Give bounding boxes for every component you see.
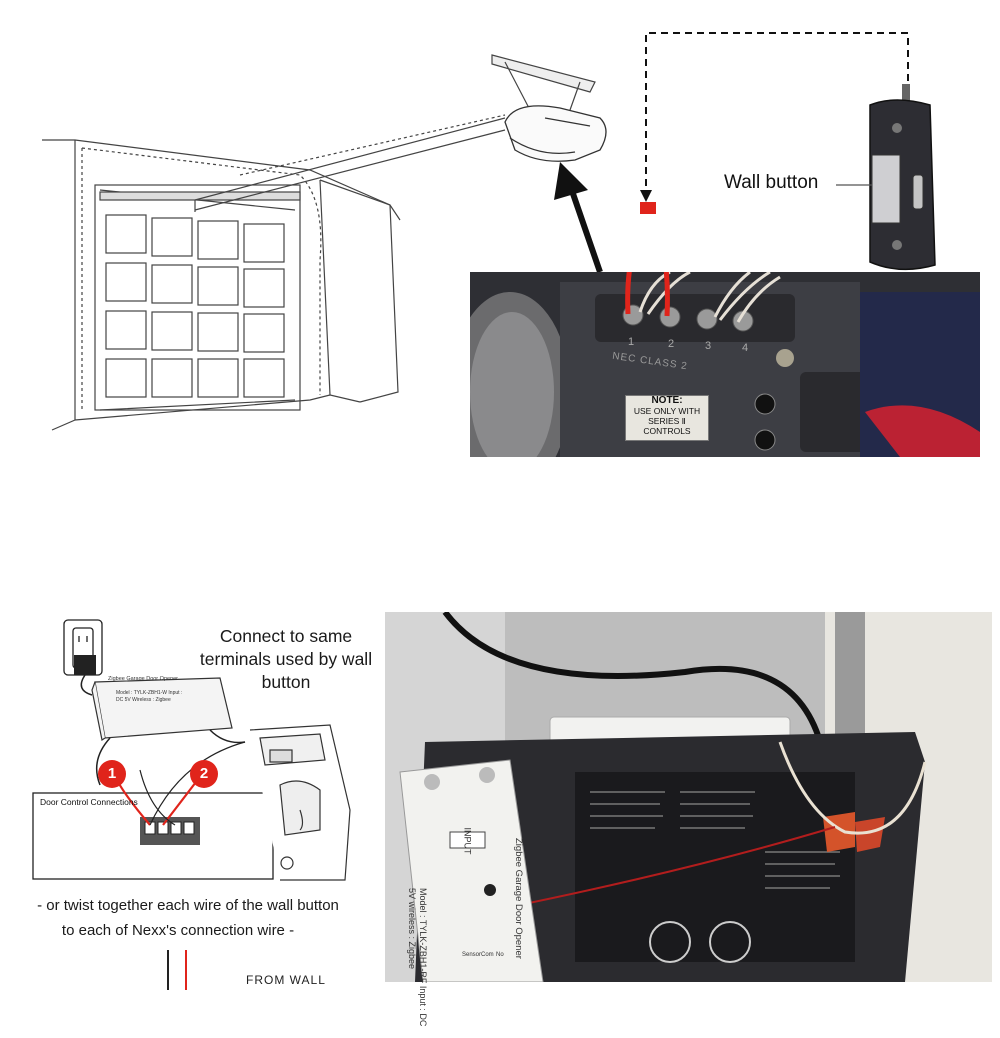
terminal-number-1: 1	[628, 336, 634, 348]
red-wires	[625, 272, 670, 317]
diagram-module-title: Zigbee Garage Door Opener	[108, 676, 179, 682]
garage-line-art	[42, 54, 596, 431]
door-control-label: Door Control Connections	[40, 797, 138, 807]
wall-button-device	[836, 84, 936, 271]
terminal-number-4: 4	[742, 342, 748, 354]
badge-1: 1	[98, 760, 126, 788]
module-wire	[209, 729, 246, 744]
note-sticker: NOTE: USE ONLY WITH SERIES Ⅱ CONTROLS	[625, 395, 709, 441]
badge-2: 2	[190, 760, 218, 788]
door-panels	[105, 214, 285, 398]
opener-terminal-photo: 1 2 3 4	[470, 272, 980, 457]
note-title: NOTE:	[651, 395, 683, 406]
photo-com-label: Com	[481, 952, 494, 958]
terminal-block	[140, 817, 200, 845]
diagram-module	[91, 677, 233, 741]
dashed-wire-arrow	[640, 190, 652, 202]
power-plug	[74, 655, 96, 675]
installed-module-photo	[385, 612, 992, 982]
adjust-knobs	[754, 393, 776, 451]
diagram-module-text: Model : TYLK-ZBH1-W Input : DC 5V Wirele…	[116, 690, 183, 703]
black-wires	[139, 741, 246, 826]
pointer-arrow	[554, 162, 603, 273]
twist-note-line-1: - or twist together each wire of the wal…	[37, 897, 339, 914]
red-wire-connector	[640, 202, 656, 214]
opener-head	[504, 105, 607, 162]
terminal-number-3: 3	[705, 340, 711, 352]
photo-module-title: Zigbee Garage Door Opener	[513, 838, 524, 959]
terminal-number-2: 2	[668, 338, 674, 350]
connect-note: Connect to same terminals used by wall b…	[199, 626, 373, 692]
warning-icons	[649, 921, 751, 963]
photo-module-input: INPUT	[462, 827, 473, 855]
garage-opener-diagram	[42, 32, 936, 431]
photo-module-text: Model : TYLK-ZBH1-RF Input : DC 5V wirel…	[407, 888, 428, 1027]
twist-note-line-2: to each of Nexx's connection wire -	[61, 922, 295, 939]
photo-sensor-label: Sensor	[462, 952, 482, 958]
power-cord	[80, 674, 93, 696]
from-wall-label: FROM WALL	[246, 973, 326, 987]
wall-button-label: Wall button	[724, 172, 819, 193]
photo-no-label: No	[496, 952, 504, 958]
note-line-1: USE ONLY WITH	[633, 406, 701, 416]
note-line-2: SERIES Ⅱ CONTROLS	[643, 416, 691, 436]
wiring-diagram	[32, 619, 351, 990]
photo-module	[399, 759, 544, 982]
instruction-text-lines	[590, 791, 840, 889]
black-wire-1	[95, 737, 111, 786]
opener-sketch	[249, 724, 351, 881]
